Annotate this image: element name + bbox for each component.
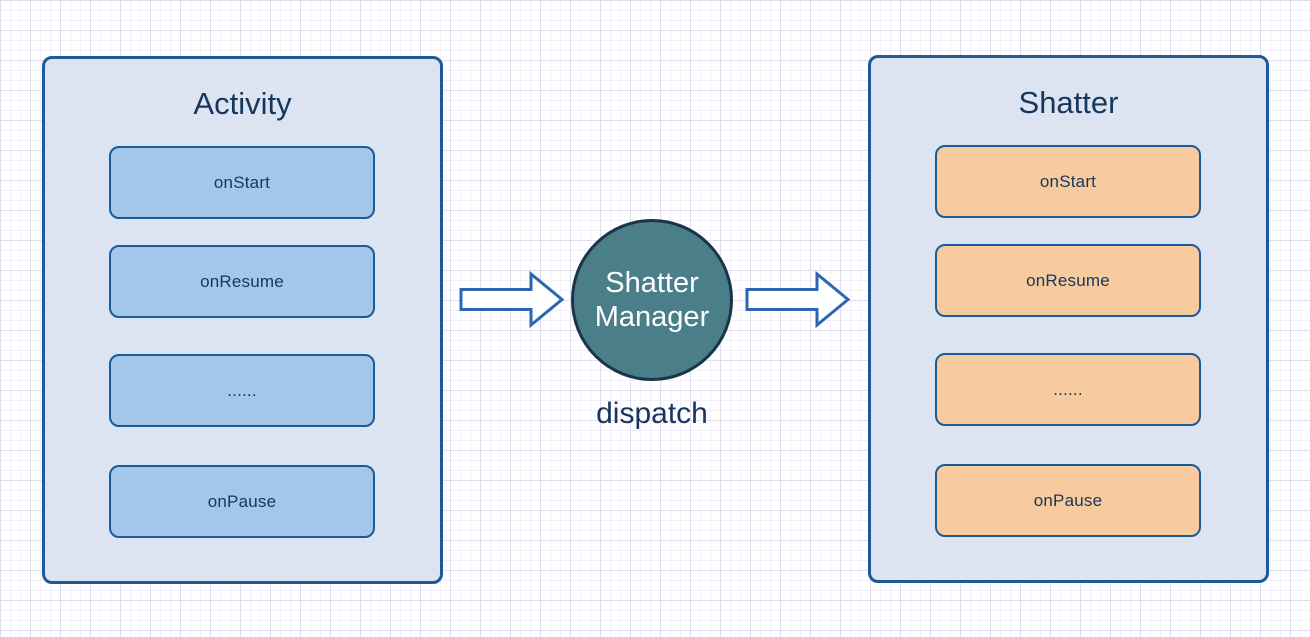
shatter-item-onpause: onPause	[935, 464, 1201, 537]
dispatch-label: dispatch	[596, 397, 708, 430]
right-arrow-icon	[745, 271, 851, 328]
shatter-manager-label-line1: Shatter	[605, 267, 699, 299]
activity-item-onresume: onResume	[109, 245, 375, 318]
shatter-panel-title: Shatter	[1018, 85, 1119, 120]
activity-item-onstart: onStart	[109, 146, 375, 219]
shatter-item-ellipsis: ......	[935, 353, 1201, 426]
shatter-manager-label-line2: Manager	[594, 301, 710, 333]
shatter-item-onresume: onResume	[935, 244, 1201, 317]
shatter-item-onstart: onStart	[935, 145, 1201, 218]
activity-item-onpause: onPause	[109, 465, 375, 538]
shatter-panel: Shatter onStart onResume ...... onPause	[868, 55, 1269, 583]
shatter-manager-node: Shatter Manager	[571, 219, 733, 381]
activity-item-ellipsis: ......	[109, 354, 375, 427]
activity-panel: Activity onStart onResume ...... onPause	[42, 56, 443, 584]
left-arrow-icon	[459, 271, 565, 328]
activity-panel-title: Activity	[193, 86, 292, 121]
